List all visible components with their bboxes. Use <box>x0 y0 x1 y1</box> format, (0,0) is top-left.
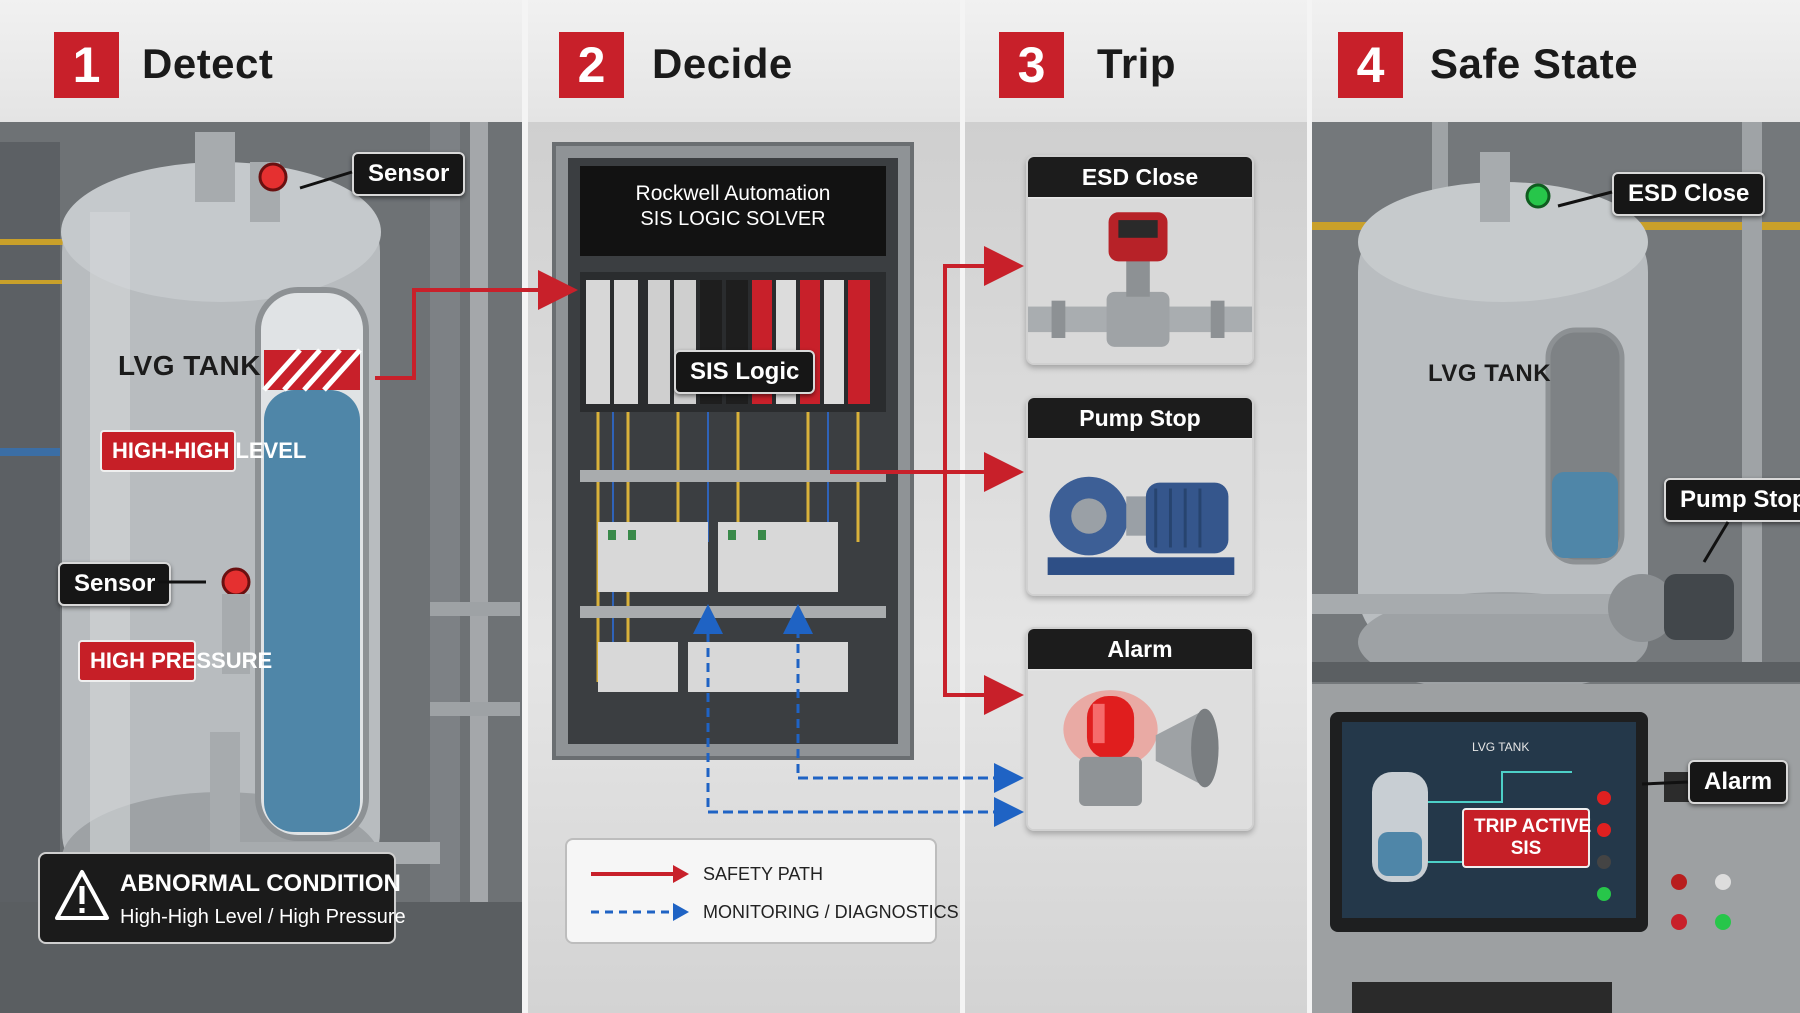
cabinet-nameplate: Rockwell Automation SIS LOGIC SOLVER <box>580 166 886 256</box>
warning-title: ABNORMAL CONDITION <box>120 870 401 897</box>
card-title: Alarm <box>1028 629 1252 669</box>
high-high-level-tag: HIGH-HIGH LEVEL <box>100 430 306 472</box>
step-header: 1 Detect <box>0 0 522 122</box>
step-header: 3 Trip <box>965 0 1307 122</box>
cabinet-subtitle: SIS LOGIC SOLVER <box>640 208 826 230</box>
alarm-beacon-image <box>1028 670 1252 829</box>
safe-state-illustration <box>1312 122 1800 1013</box>
panel-detect: 1 Detect <box>0 0 522 1013</box>
step-header: 2 Decide <box>528 0 960 122</box>
hmi-title: LVG TANK <box>1472 740 1530 754</box>
esd-valve-image <box>1028 198 1252 363</box>
sensor-label: Sensor <box>352 152 466 196</box>
step-header: 4 Safe State <box>1312 0 1800 122</box>
step-title: Detect <box>142 40 274 87</box>
cabinet-brand: Rockwell Automation <box>635 182 831 205</box>
step-number: 3 <box>999 32 1064 98</box>
pump-stop-label: Pump Stop <box>1664 478 1800 522</box>
step-title: Safe State <box>1430 40 1639 87</box>
card-title: ESD Close <box>1028 157 1252 197</box>
alarm-card: Alarm <box>1026 627 1254 831</box>
step-title: Trip <box>1097 40 1177 87</box>
abnormal-condition-box: ABNORMAL CONDITION High-High Level / Hig… <box>38 852 406 944</box>
step-number: 1 <box>54 32 119 98</box>
pump-image <box>1028 439 1252 594</box>
trip-active-badge: TRIP ACTIVE SIS <box>1462 808 1592 868</box>
divider <box>1307 0 1312 1013</box>
warning-subtitle: High-High Level / High Pressure <box>120 906 406 928</box>
high-pressure-tag: HIGH PRESSURE <box>78 640 272 682</box>
trip-active-sis: SIS <box>1510 838 1542 859</box>
step-number: 2 <box>559 32 624 98</box>
legend-monitoring: MONITORING / DIAGNOSTICS <box>703 902 959 922</box>
safe-state-scene: LVG TANK LVG TANK TRIP ACTIVE SIS <box>1312 122 1800 1013</box>
sensor-label: Sensor <box>58 562 172 606</box>
esd-close-card: ESD Close <box>1026 155 1254 365</box>
tank-label: LVG TANK <box>118 350 261 381</box>
tank-label: LVG TANK <box>1428 360 1552 387</box>
legend-safety-path: SAFETY PATH <box>703 864 824 884</box>
card-title: Pump Stop <box>1028 398 1252 438</box>
alarm-label: Alarm <box>1688 760 1789 804</box>
warning-icon <box>55 870 109 920</box>
step-number: 4 <box>1338 32 1403 98</box>
step-title: Decide <box>652 40 793 87</box>
legend-arrows <box>591 865 689 921</box>
legend: SAFETY PATH MONITORING / DIAGNOSTICS <box>565 838 959 944</box>
pump-stop-card: Pump Stop <box>1026 396 1254 596</box>
divider <box>522 0 528 1013</box>
esd-close-label: ESD Close <box>1612 172 1766 216</box>
panel-safe-state: 4 Safe State <box>1312 0 1800 1013</box>
sis-logic-label: SIS Logic <box>674 350 816 394</box>
trip-active-line: TRIP ACTIVE <box>1474 816 1592 837</box>
